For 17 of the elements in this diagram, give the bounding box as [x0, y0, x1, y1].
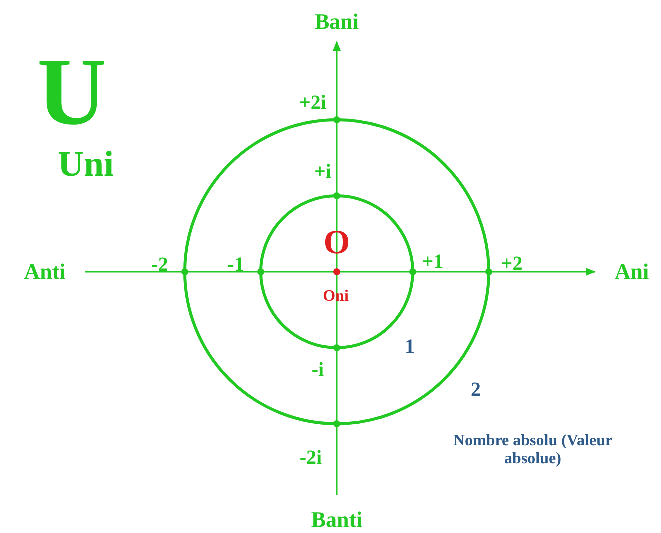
- note-text: Nombre absolu (Valeur absolue): [452, 432, 614, 468]
- letter-symbol: U: [37, 39, 107, 145]
- axis-label: Bani: [314, 10, 360, 34]
- axis-label: Ani: [614, 260, 650, 284]
- radius-label: 2: [471, 379, 481, 401]
- tick-label: +i: [314, 161, 332, 183]
- axis-label: Anti: [24, 260, 66, 284]
- radius-label: 1: [405, 336, 415, 358]
- tick-label: +1: [422, 251, 444, 273]
- heading-label: Uni: [58, 145, 114, 185]
- axis-label: Banti: [311, 508, 363, 532]
- tick-label: -2i: [300, 447, 322, 469]
- tick-label: -2: [152, 254, 168, 276]
- tick-label: -1: [228, 254, 244, 276]
- tick-label: +2: [501, 253, 523, 275]
- tick-label: +2i: [300, 92, 326, 114]
- tick-label: -i: [312, 359, 324, 381]
